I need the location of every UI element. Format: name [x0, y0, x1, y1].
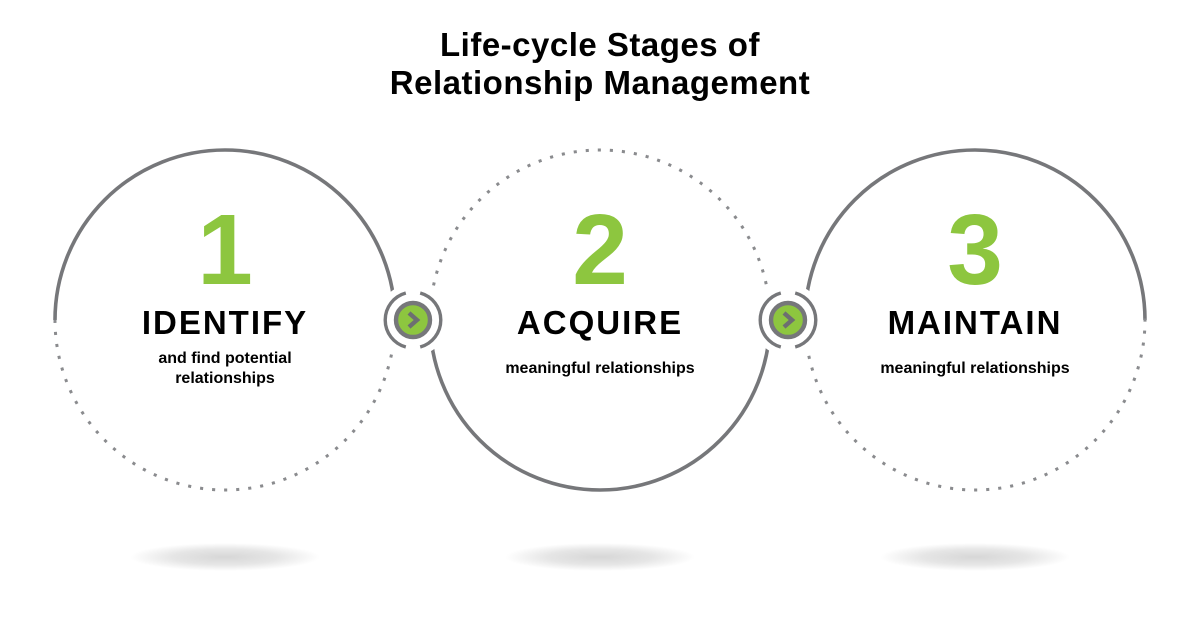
stage-1-shadow: [130, 543, 320, 571]
stage-2-number: 2: [572, 194, 628, 306]
stage-3-description: meaningful relationships: [880, 360, 1070, 377]
connector-arrow-2: [758, 291, 818, 349]
chevron-right-icon: [407, 311, 421, 329]
stage-2: 2 ACQUIRE meaningful relationships: [430, 0, 770, 630]
stage-3-name: MAINTAIN: [887, 304, 1063, 341]
stage-2-name: ACQUIRE: [516, 304, 684, 341]
stage-1-name: IDENTIFY: [141, 304, 309, 341]
stage-3-shadow: [880, 543, 1070, 571]
stage-1: 1 IDENTIFY and find potential relationsh…: [55, 0, 395, 630]
stage-1-description: and find potential relationships: [158, 350, 292, 387]
connector-arrow-1: [383, 291, 443, 349]
chevron-right-icon: [782, 311, 796, 329]
stage-3-number: 3: [947, 194, 1003, 306]
stage-3: 3 MAINTAIN meaningful relationships: [805, 0, 1145, 630]
page-title-line-2: Relationship Management: [389, 64, 811, 101]
page-title: Life-cycle Stages of Relationship Manage…: [0, 26, 1200, 102]
stage-1-circle: [53, 148, 397, 492]
stage-2-circle: [428, 148, 772, 492]
stage-3-circle: [803, 148, 1147, 492]
stage-2-shadow: [505, 543, 695, 571]
stage-2-description: meaningful relationships: [505, 360, 695, 377]
page-title-line-1: Life-cycle Stages of: [440, 26, 760, 63]
stage-1-number: 1: [197, 194, 253, 306]
